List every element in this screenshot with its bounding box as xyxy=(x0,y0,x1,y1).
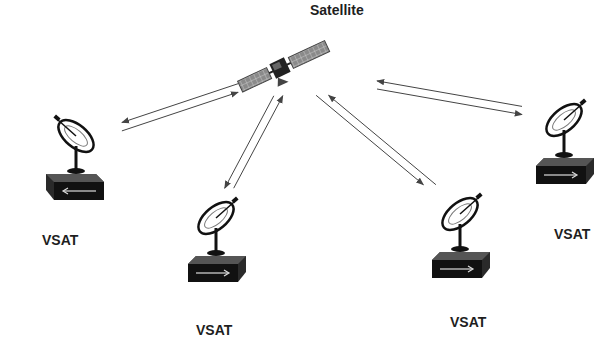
vsat-terminal-icon xyxy=(36,108,116,218)
vsat-node: VSAT xyxy=(176,190,260,342)
node-label: VSAT xyxy=(196,322,232,338)
link-arrow xyxy=(234,96,283,188)
node-label: VSAT xyxy=(42,232,78,248)
link-arrow xyxy=(329,95,436,184)
node-label: VSAT xyxy=(554,226,590,242)
link-arrow xyxy=(377,81,522,107)
node-label: Satellite xyxy=(310,2,364,18)
link-arrow xyxy=(122,92,238,131)
link-arrow xyxy=(316,95,423,184)
link-arrow xyxy=(225,96,274,188)
link-arrow xyxy=(122,84,238,123)
vsat-node: VSAT xyxy=(524,92,602,252)
vsat-terminal-icon xyxy=(420,186,500,296)
vsat-terminal-icon xyxy=(524,92,604,202)
vsat-node: VSAT xyxy=(36,108,120,254)
vsat-terminal-icon xyxy=(176,190,256,300)
node-label: VSAT xyxy=(450,314,486,330)
link-arrow xyxy=(377,89,522,115)
vsat-node: VSAT xyxy=(420,186,504,336)
satellite-node: Satellite xyxy=(240,2,375,94)
